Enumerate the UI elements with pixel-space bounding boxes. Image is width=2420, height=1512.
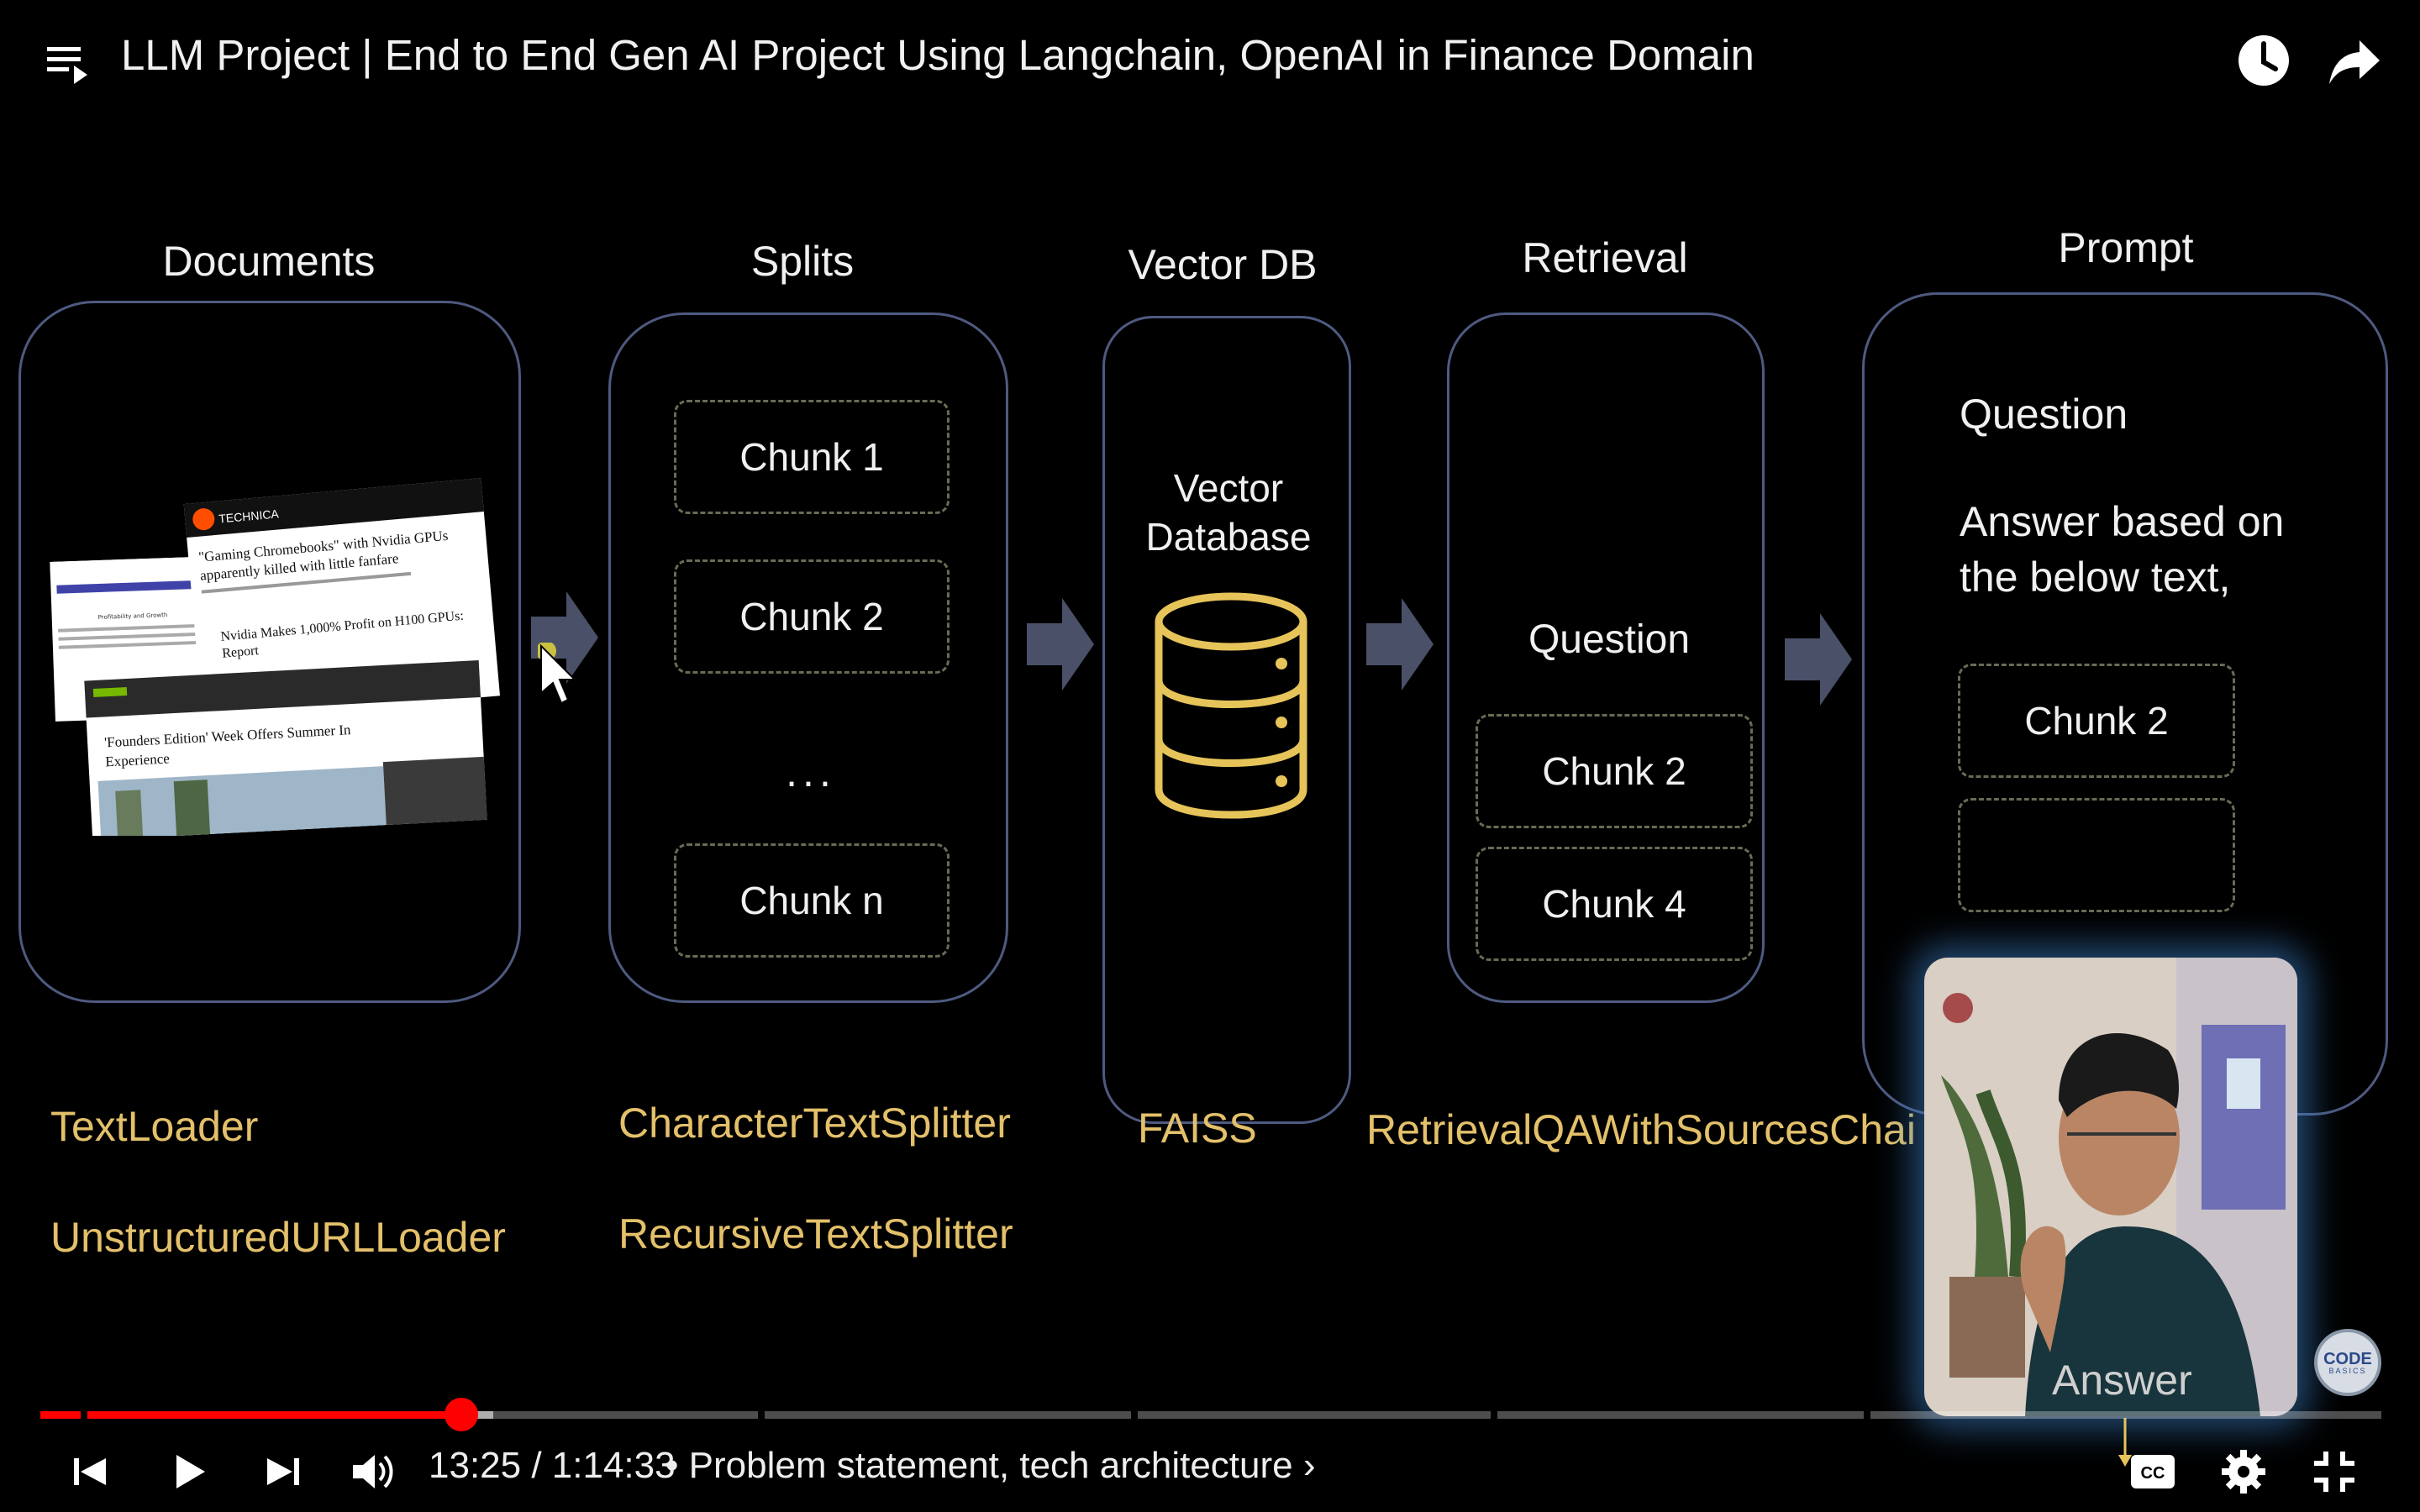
vector-db-panel [1102,316,1351,1124]
split-ellipsis: ... [786,748,836,795]
vector-db-label-line1: Vector [1173,466,1284,510]
documents-panel [18,301,521,1003]
chapter-segment[interactable] [1138,1411,1491,1419]
retrieval-qa-chain-label: RetrievalQAWithSourcesChai [1366,1106,1916,1153]
recursive-text-splitter-label: RecursiveTextSplitter [618,1210,1013,1257]
retrieval-title: Retrieval [1522,234,1688,281]
previous-icon[interactable] [64,1445,118,1499]
presenter-webcam [1924,958,2297,1416]
documents-collage: Profitability and Growth TECHNICA "Gamin… [50,478,500,836]
code-basics-logo: CODE BASICS [2314,1329,2381,1396]
text-loader-label: TextLoader [50,1103,259,1150]
flow-arrow-1 [531,591,598,684]
captions-icon[interactable]: CC [2126,1445,2180,1499]
vector-db-title: Vector DB [1128,241,1318,288]
play-icon[interactable] [161,1445,215,1499]
progress-bar[interactable] [40,1398,2381,1431]
doc-small-caption: Profitability and Growth [98,612,168,621]
split-chunk-1: Chunk 1 [674,400,950,514]
playlist-icon[interactable] [44,40,94,91]
slide: Documents Profitability and Growth TECHN… [0,118,2420,1467]
retrieval-chunk-4: Chunk 4 [1476,847,1753,961]
faiss-label: FAISS [1138,1105,1257,1152]
prompt-chunk-partial [1958,798,2235,912]
chapter-title[interactable]: • Problem statement, tech architecture › [666,1445,1316,1487]
splits-title: Splits [750,238,855,285]
top-bar: LLM Project | End to End Gen AI Project … [0,0,2420,118]
split-chunk-n: Chunk n [674,843,950,958]
share-icon[interactable] [2326,34,2383,91]
svg-text:Report: Report [222,643,260,661]
flow-arrow-4 [1785,613,1852,706]
chapter-segment[interactable] [1870,1411,2381,1419]
progress-scrubber[interactable] [445,1398,479,1431]
settings-icon[interactable] [2217,1445,2270,1499]
time-display: 13:25 / 1:14:33 [429,1445,676,1486]
played-segment [40,1411,81,1419]
svg-text:Experience: Experience [105,750,170,769]
svg-text:CC: CC [2141,1464,2165,1483]
player-controls: 13:25 / 1:14:33 • Problem statement, tec… [0,1428,2420,1512]
chevron-right-icon: › [1302,1445,1316,1486]
split-chunk-2: Chunk 2 [674,559,950,674]
watch-later-icon[interactable] [2235,32,2292,89]
video-title[interactable]: LLM Project | End to End Gen AI Project … [121,31,1754,79]
flow-arrow-3 [1366,598,1434,690]
prompt-question: Question [1960,391,2128,438]
answer-label: Answer [2052,1357,2192,1404]
prompt-instruction-line1: Answer based on [1960,498,2285,545]
retrieval-question: Question [1528,617,1691,662]
played-segment [87,1411,462,1419]
chapter-segment[interactable] [765,1411,1131,1419]
database-icon [1155,592,1307,819]
prompt-instruction-line2: the below text, [1960,554,2231,601]
next-icon[interactable] [255,1445,309,1499]
retrieval-chunk-2: Chunk 2 [1476,714,1753,828]
chapter-label: • Problem statement, tech architecture [666,1445,1293,1486]
retrieval-panel [1447,312,1765,1003]
splits-panel [608,312,1008,1003]
vector-db-label-line2: Database [1145,515,1312,559]
mouse-cursor-icon [538,643,577,705]
unstructured-url-loader-label: UnstructuredURLLoader [50,1214,506,1261]
prompt-title: Prompt [2058,224,2194,271]
flow-arrow-2 [1027,598,1094,690]
volume-icon[interactable] [345,1445,398,1499]
character-text-splitter-label: CharacterTextSplitter [618,1100,1011,1147]
prompt-chunk-2: Chunk 2 [1958,664,2235,778]
documents-title: Documents [162,238,376,285]
chapter-segment[interactable] [1497,1411,1864,1419]
doc-source: TECHNICA [218,507,280,525]
exit-fullscreen-icon[interactable] [2307,1445,2361,1499]
answer-arrow [2118,1418,2132,1467]
